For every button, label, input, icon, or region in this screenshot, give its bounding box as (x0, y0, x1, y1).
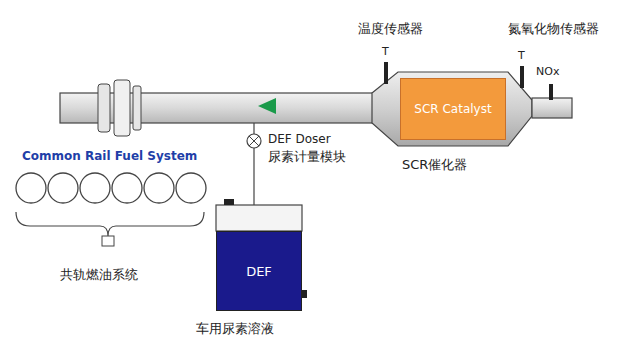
nox-sensor (549, 84, 553, 100)
pipe-clamp (114, 80, 130, 136)
scr-canister (372, 72, 532, 146)
node-text: DEF (246, 264, 272, 279)
system-label: Common Rail Fuel System (22, 150, 197, 163)
catalyst-box: SCR Catalyst (400, 78, 506, 140)
system-label: 共轨燃油系统 (60, 268, 138, 282)
pipe-clamp (133, 86, 141, 130)
engine-cylinders (16, 173, 206, 203)
tank-top (216, 205, 302, 231)
part-label: 尿素计量模块 (268, 150, 346, 164)
part-label: DEF Doser (268, 133, 331, 146)
outlet-pipe (532, 98, 572, 118)
doser-valve (247, 134, 261, 148)
sensor-label: 温度传感器 (358, 22, 423, 36)
node-text: SCR Catalyst (414, 102, 491, 116)
def-line (253, 148, 254, 205)
def-injector (258, 98, 276, 114)
temperature-sensor (384, 62, 388, 84)
sensor-symbol: T (382, 46, 389, 58)
bracket (16, 212, 204, 236)
sensor-label: 氮氧化物传感器 (508, 22, 599, 36)
def-tank: DEF (216, 231, 302, 311)
temperature-sensor (520, 66, 524, 88)
pipe-clamp (98, 84, 110, 132)
sensor-symbol: NOx (536, 66, 559, 78)
part-label: SCR催化器 (402, 158, 467, 172)
sensor-symbol: T (518, 50, 525, 62)
part-label: 车用尿素溶液 (196, 322, 274, 336)
